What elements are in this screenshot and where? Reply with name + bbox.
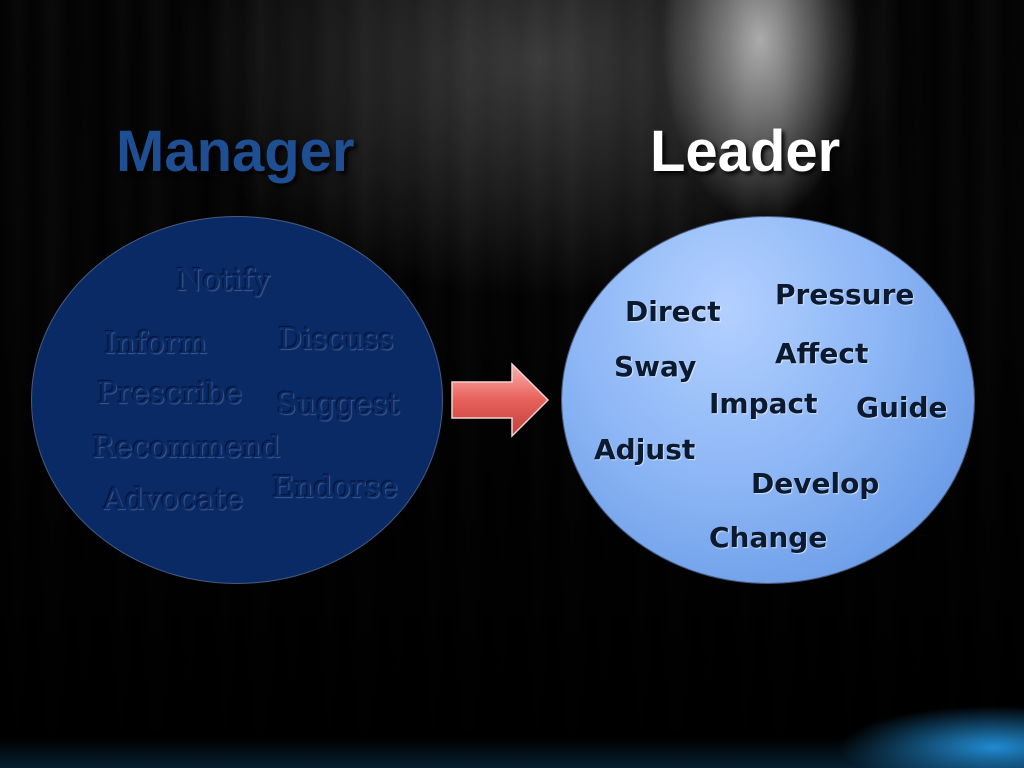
- leader-circle: [562, 217, 974, 583]
- manager-word-notify: Notify: [176, 263, 271, 298]
- manager-word-suggest: Suggest: [276, 387, 400, 422]
- manager-word-prescribe: Prescribe: [97, 376, 243, 411]
- leader-word-impact: Impact: [709, 387, 818, 420]
- leader-word-adjust: Adjust: [594, 433, 696, 466]
- leader-word-develop: Develop: [751, 467, 880, 500]
- leader-word-guide: Guide: [856, 391, 948, 424]
- manager-circle: [32, 217, 442, 583]
- leader-word-direct: Direct: [625, 295, 721, 328]
- leader-word-sway: Sway: [614, 350, 697, 383]
- leader-word-pressure: Pressure: [775, 278, 915, 311]
- manager-word-discuss: Discuss: [278, 322, 394, 357]
- manager-title: Manager: [116, 119, 355, 184]
- blue-glow: [764, 618, 1024, 768]
- leader-title: Leader: [650, 119, 841, 184]
- right-arrow-icon: [451, 362, 550, 438]
- bottom-glow: [0, 738, 1024, 768]
- manager-word-endorse: Endorse: [272, 470, 398, 505]
- manager-word-inform: Inform: [104, 326, 208, 361]
- leader-word-affect: Affect: [775, 337, 869, 370]
- leader-word-change: Change: [709, 521, 828, 554]
- manager-word-recommend: Recommend: [92, 430, 281, 465]
- manager-word-advocate: Advocate: [103, 482, 244, 517]
